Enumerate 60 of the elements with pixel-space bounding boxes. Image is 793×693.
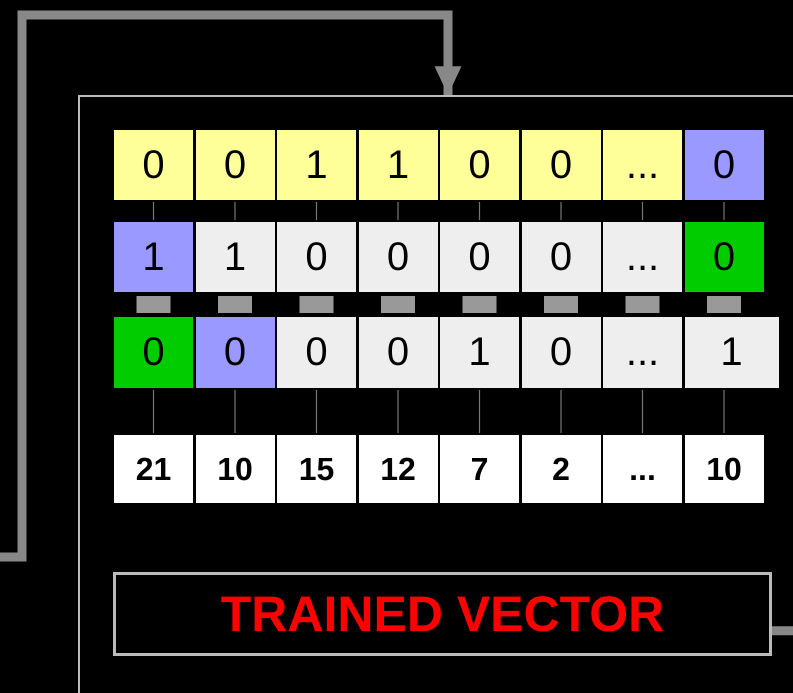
connector-line [234,390,236,433]
bit-cell: 1 [196,222,274,292]
bit-cell: ... [603,222,682,292]
connector-line [478,390,480,433]
bit-cell: 0 [358,317,438,388]
connector-line [723,202,725,220]
connector-line [152,390,154,433]
count-cell: 15 [277,435,356,503]
bit-cell: 1 [114,222,193,292]
bit-cell: 0 [440,222,519,292]
bit-cell: 0 [522,130,600,200]
arrow [0,10,462,562]
connector-line [642,390,644,433]
connector-line [152,202,154,220]
bit-cell: 0 [196,317,274,388]
connector-line [772,626,793,636]
connector-bar [707,296,741,313]
bit-cell: 0 [684,130,764,200]
count-cell: 21 [114,435,193,503]
connector-line [397,390,399,433]
connector-bar [381,296,415,313]
bit-cell: 0 [358,222,438,292]
count-cell: ... [603,435,682,503]
connector-line [397,202,399,220]
connector-bar [218,296,252,313]
connector-line [316,202,318,220]
bit-cell: ... [603,130,682,200]
bit-cell: 1 [684,317,778,388]
connector-bar [626,296,660,313]
bit-cell: 1 [440,317,519,388]
connector-line [642,202,644,220]
bit-cell: 0 [440,130,519,200]
connector-line [723,390,725,433]
bit-cell: 0 [684,222,764,292]
count-cell: 10 [684,435,764,503]
bit-cell: 1 [358,130,438,200]
bit-cell: 0 [196,130,274,200]
trained-vector-box: TRAINED VECTOR [113,572,772,656]
bit-cell: 1 [277,130,356,200]
connector-line [560,390,562,433]
count-cell: 10 [196,435,274,503]
bit-cell: 0 [277,317,356,388]
connector-line [478,202,480,220]
container-panel [78,95,793,693]
connector-bar [544,296,578,313]
connector-line [234,202,236,220]
count-cell: 7 [440,435,519,503]
bit-cell: 0 [522,222,600,292]
connector-line [316,390,318,433]
connector-line [560,202,562,220]
bit-cell: 0 [522,317,600,388]
bit-cell: 0 [114,317,193,388]
count-cell: 12 [358,435,438,503]
bit-cell: 0 [277,222,356,292]
bit-cell: 0 [114,130,193,200]
bit-cell: ... [603,317,682,388]
connector-bar [462,296,496,313]
connector-bar [136,296,170,313]
connector-bar [300,296,334,313]
count-cell: 2 [522,435,600,503]
